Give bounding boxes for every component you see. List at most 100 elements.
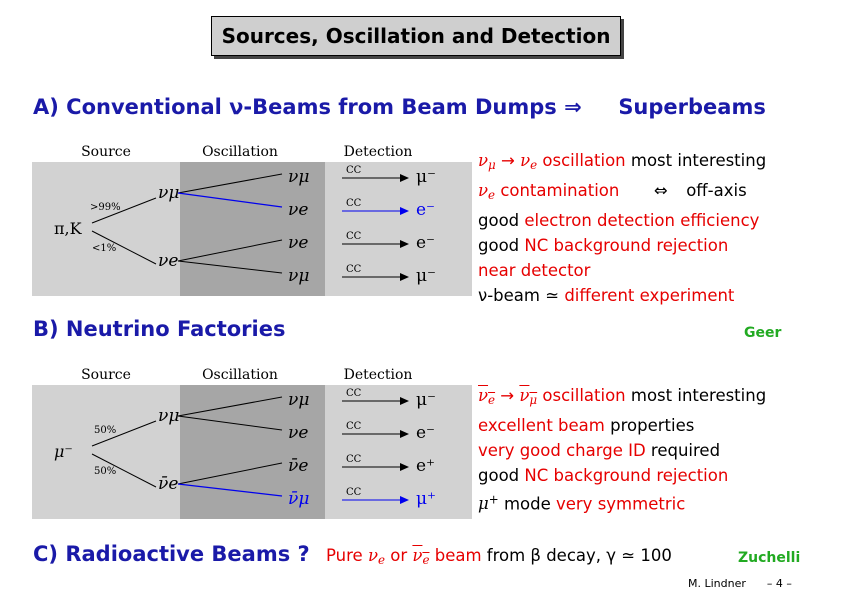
nu-e-symbol: νe (478, 180, 496, 202)
header-detection: Detection (344, 367, 413, 383)
fan-line (177, 260, 283, 274)
section-c-text: Pure νe or νe beam from β decay, γ ≃ 100 (326, 543, 672, 573)
title-box: Sources, Oscillation and Detection (211, 16, 621, 56)
footer: M. Lindner – 4 – (688, 577, 792, 590)
header-source: Source (81, 144, 131, 160)
row-3: ν̄e CC e⁺ (288, 454, 435, 476)
most-interesting-text: most interesting (630, 151, 767, 170)
footer-author: M. Lindner (688, 577, 746, 590)
most-interesting-text: most interesting (630, 386, 767, 405)
desc-a-line-1: νμ → νe oscillation most interesting (478, 151, 767, 172)
section-a-label: A) Conventional ν-Beams from Beam Dumps … (33, 95, 582, 119)
pure-text: Pure (326, 546, 363, 565)
section-c-label: C) Radioactive Beams ? (33, 542, 310, 566)
desc-a-line-2: νe contamination ⇔ off-axis (478, 178, 766, 208)
contamination-text: contamination (500, 180, 620, 200)
detection-band (325, 385, 472, 519)
osc-particle: νe (288, 233, 308, 253)
osc-particle: νμ (288, 167, 309, 187)
footer-page-number: – 4 – (766, 577, 792, 590)
diagram-a: Source Oscillation Detection π,K >99% <1… (32, 144, 472, 296)
desc-a-line-3: good electron detection efficiency (478, 208, 766, 233)
detection-band (325, 162, 472, 296)
diagram-b-rows: νμ CC μ⁻ νe CC e⁻ ν̄e CC e⁺ ν̄μ CC μ⁺ (288, 388, 436, 509)
section-b-label: B) Neutrino Factories (33, 317, 286, 341)
row-arrow-head (400, 207, 409, 215)
section-a-superbeams: Superbeams (618, 95, 766, 119)
fan-lines-upper (177, 396, 283, 431)
page-title: Sources, Oscillation and Detection (221, 24, 611, 48)
source-band (32, 162, 180, 296)
upper-particle: νμ (158, 183, 179, 203)
branch-upper-line (91, 197, 157, 224)
nu-e-symbol: νe (520, 151, 538, 172)
different-experiment-text: different experiment (564, 285, 735, 305)
mode-text: mode (503, 494, 551, 514)
diagram-b: Source Oscillation Detection μ⁻ 50% 50% … (32, 367, 472, 519)
source-particle: π,K (54, 219, 83, 238)
det-particle: e⁻ (416, 233, 435, 253)
branch-lower-line (91, 230, 157, 265)
row-arrow-head (400, 430, 409, 438)
branch-upper-line (91, 420, 157, 447)
zuchelli-credit: Zuchelli (738, 550, 801, 566)
fan-line (177, 239, 283, 262)
branch-lower-pct: <1% (92, 243, 116, 254)
osc-particle: νμ (288, 390, 309, 410)
det-particle: μ⁻ (416, 266, 436, 286)
cc-label: CC (346, 388, 362, 399)
branch-upper-pct: >99% (90, 202, 121, 213)
header-oscillation: Oscillation (202, 367, 278, 383)
or-text: or (390, 546, 408, 565)
row-arrow-head (400, 240, 409, 248)
row-arrow-head (400, 397, 409, 405)
antinu-e-symbol: νe (412, 546, 430, 567)
osc-particle: νe (288, 423, 308, 443)
nu-e-symbol: νe (367, 546, 386, 567)
desc-b-line-4: good NC background rejection (478, 463, 766, 488)
fan-line (177, 173, 283, 194)
row-2: νe CC e⁻ (288, 198, 435, 220)
branch-lower-pct: 50% (94, 466, 116, 477)
det-particle: e⁺ (416, 456, 435, 476)
oscillation-text: oscillation (542, 386, 626, 405)
det-particle: μ⁻ (416, 167, 436, 187)
geer-credit: Geer (744, 325, 782, 341)
source-band (32, 385, 180, 519)
source-particle: μ⁻ (54, 442, 73, 461)
good-text: good (478, 235, 520, 255)
fan-line (177, 462, 283, 485)
fan-lines-lower (177, 239, 283, 274)
desc-a-line-5: near detector (478, 260, 591, 280)
header-oscillation: Oscillation (202, 144, 278, 160)
row-arrow-head (400, 174, 409, 182)
charge-id-text: very good charge ID (478, 440, 646, 460)
row-4: νμ CC μ⁻ (288, 264, 436, 286)
nc-rejection-text: NC background rejection (524, 235, 729, 255)
desc-b-line-2: excellent beam properties (478, 413, 766, 438)
off-axis-text: off-axis (686, 180, 747, 200)
antinu-e-symbol: νe (478, 386, 496, 407)
nc-rejection-text: NC background rejection (524, 465, 729, 485)
cc-label: CC (346, 454, 362, 465)
row-arrow-head (400, 463, 409, 471)
det-particle: μ⁻ (416, 390, 436, 410)
det-particle: e⁻ (416, 200, 435, 220)
upper-particle: νμ (158, 406, 179, 426)
osc-particle: ν̄e (288, 456, 308, 476)
fan-line (177, 192, 283, 208)
antinu-beam-text: ν-beam ≃ (478, 285, 560, 305)
branch-lower-line (91, 453, 157, 488)
equivalence-arrow: ⇔ (653, 180, 668, 200)
section-a-heading: A) Conventional ν-Beams from Beam Dumps … (33, 95, 766, 119)
oscillation-band (180, 162, 325, 296)
fan-line (177, 415, 283, 431)
desc-b-line-1: νe → νμ oscillation most interesting (478, 386, 767, 407)
fan-lines-upper (177, 173, 283, 208)
desc-a-line-6: ν-beam ≃ different experiment (478, 283, 766, 308)
osc-particle: νe (288, 200, 308, 220)
antinu-mu-symbol: νμ (519, 386, 538, 407)
fan-line (177, 483, 283, 497)
row-2: νe CC e⁻ (288, 421, 435, 443)
cc-label: CC (346, 421, 362, 432)
